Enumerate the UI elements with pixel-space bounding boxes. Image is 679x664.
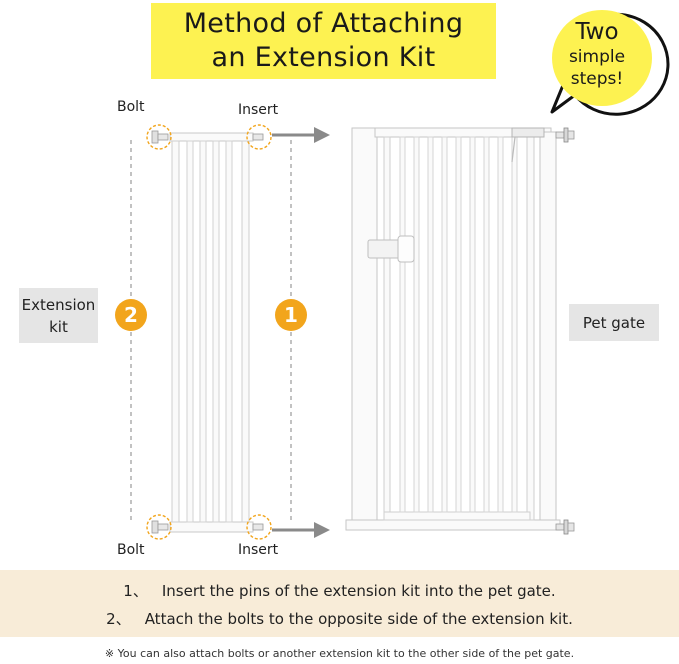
diagram [130, 124, 575, 540]
label-insert-bottom: Insert [238, 542, 279, 558]
instruction-step-2-text: Attach the bolts to the opposite side of… [144, 610, 573, 628]
label-bolt-bottom: Bolt [117, 542, 145, 558]
label-insert-top: Insert [238, 102, 279, 118]
extension-kit-label: Extension kit [19, 288, 98, 343]
bolt-bottom-marker [146, 514, 172, 540]
arrow-top [272, 127, 330, 143]
pet-gate-label-text: Pet gate [582, 313, 646, 332]
title-banner: Method of Attaching an Extension Kit [151, 3, 496, 79]
step-2-badge: 2 [115, 299, 147, 331]
insert-top-marker [246, 124, 272, 150]
instruction-step-2: 2、 Attach the bolts to the opposite side … [0, 608, 679, 629]
speech-bubble [550, 10, 670, 116]
instruction-step-1: 1、 Insert the pins of the extension kit i… [0, 580, 679, 601]
instructions-panel: 1、 Insert the pins of the extension kit i… [0, 570, 679, 637]
insert-bottom-marker [246, 514, 272, 540]
bubble-line-2: simple [568, 47, 626, 67]
bubble-text: Two simple steps! [548, 18, 646, 90]
bubble-line-1: Two [575, 19, 619, 45]
bolt-top-marker [146, 124, 172, 150]
extension-kit-label-line-2: kit [49, 317, 68, 336]
title-line-2: an Extension Kit [211, 42, 436, 73]
step-1-badge: 1 [275, 299, 307, 331]
pet-gate [345, 127, 575, 535]
instruction-step-1-marker: 1、 [123, 582, 148, 600]
instruction-step-2-marker: 2、 [106, 610, 131, 628]
instruction-step-1-text: Insert the pins of the extension kit int… [161, 582, 556, 600]
pet-gate-label: Pet gate [569, 304, 659, 341]
arrow-bottom [272, 522, 330, 538]
label-bolt-top: Bolt [117, 99, 145, 115]
extension-kit-label-line-1: Extension [21, 295, 96, 314]
bubble-line-3: steps! [570, 69, 624, 89]
footnote: ※ You can also attach bolts or another e… [104, 647, 575, 660]
title-line-1: Method of Attaching [183, 8, 464, 39]
extension-kit-panel [169, 132, 254, 533]
